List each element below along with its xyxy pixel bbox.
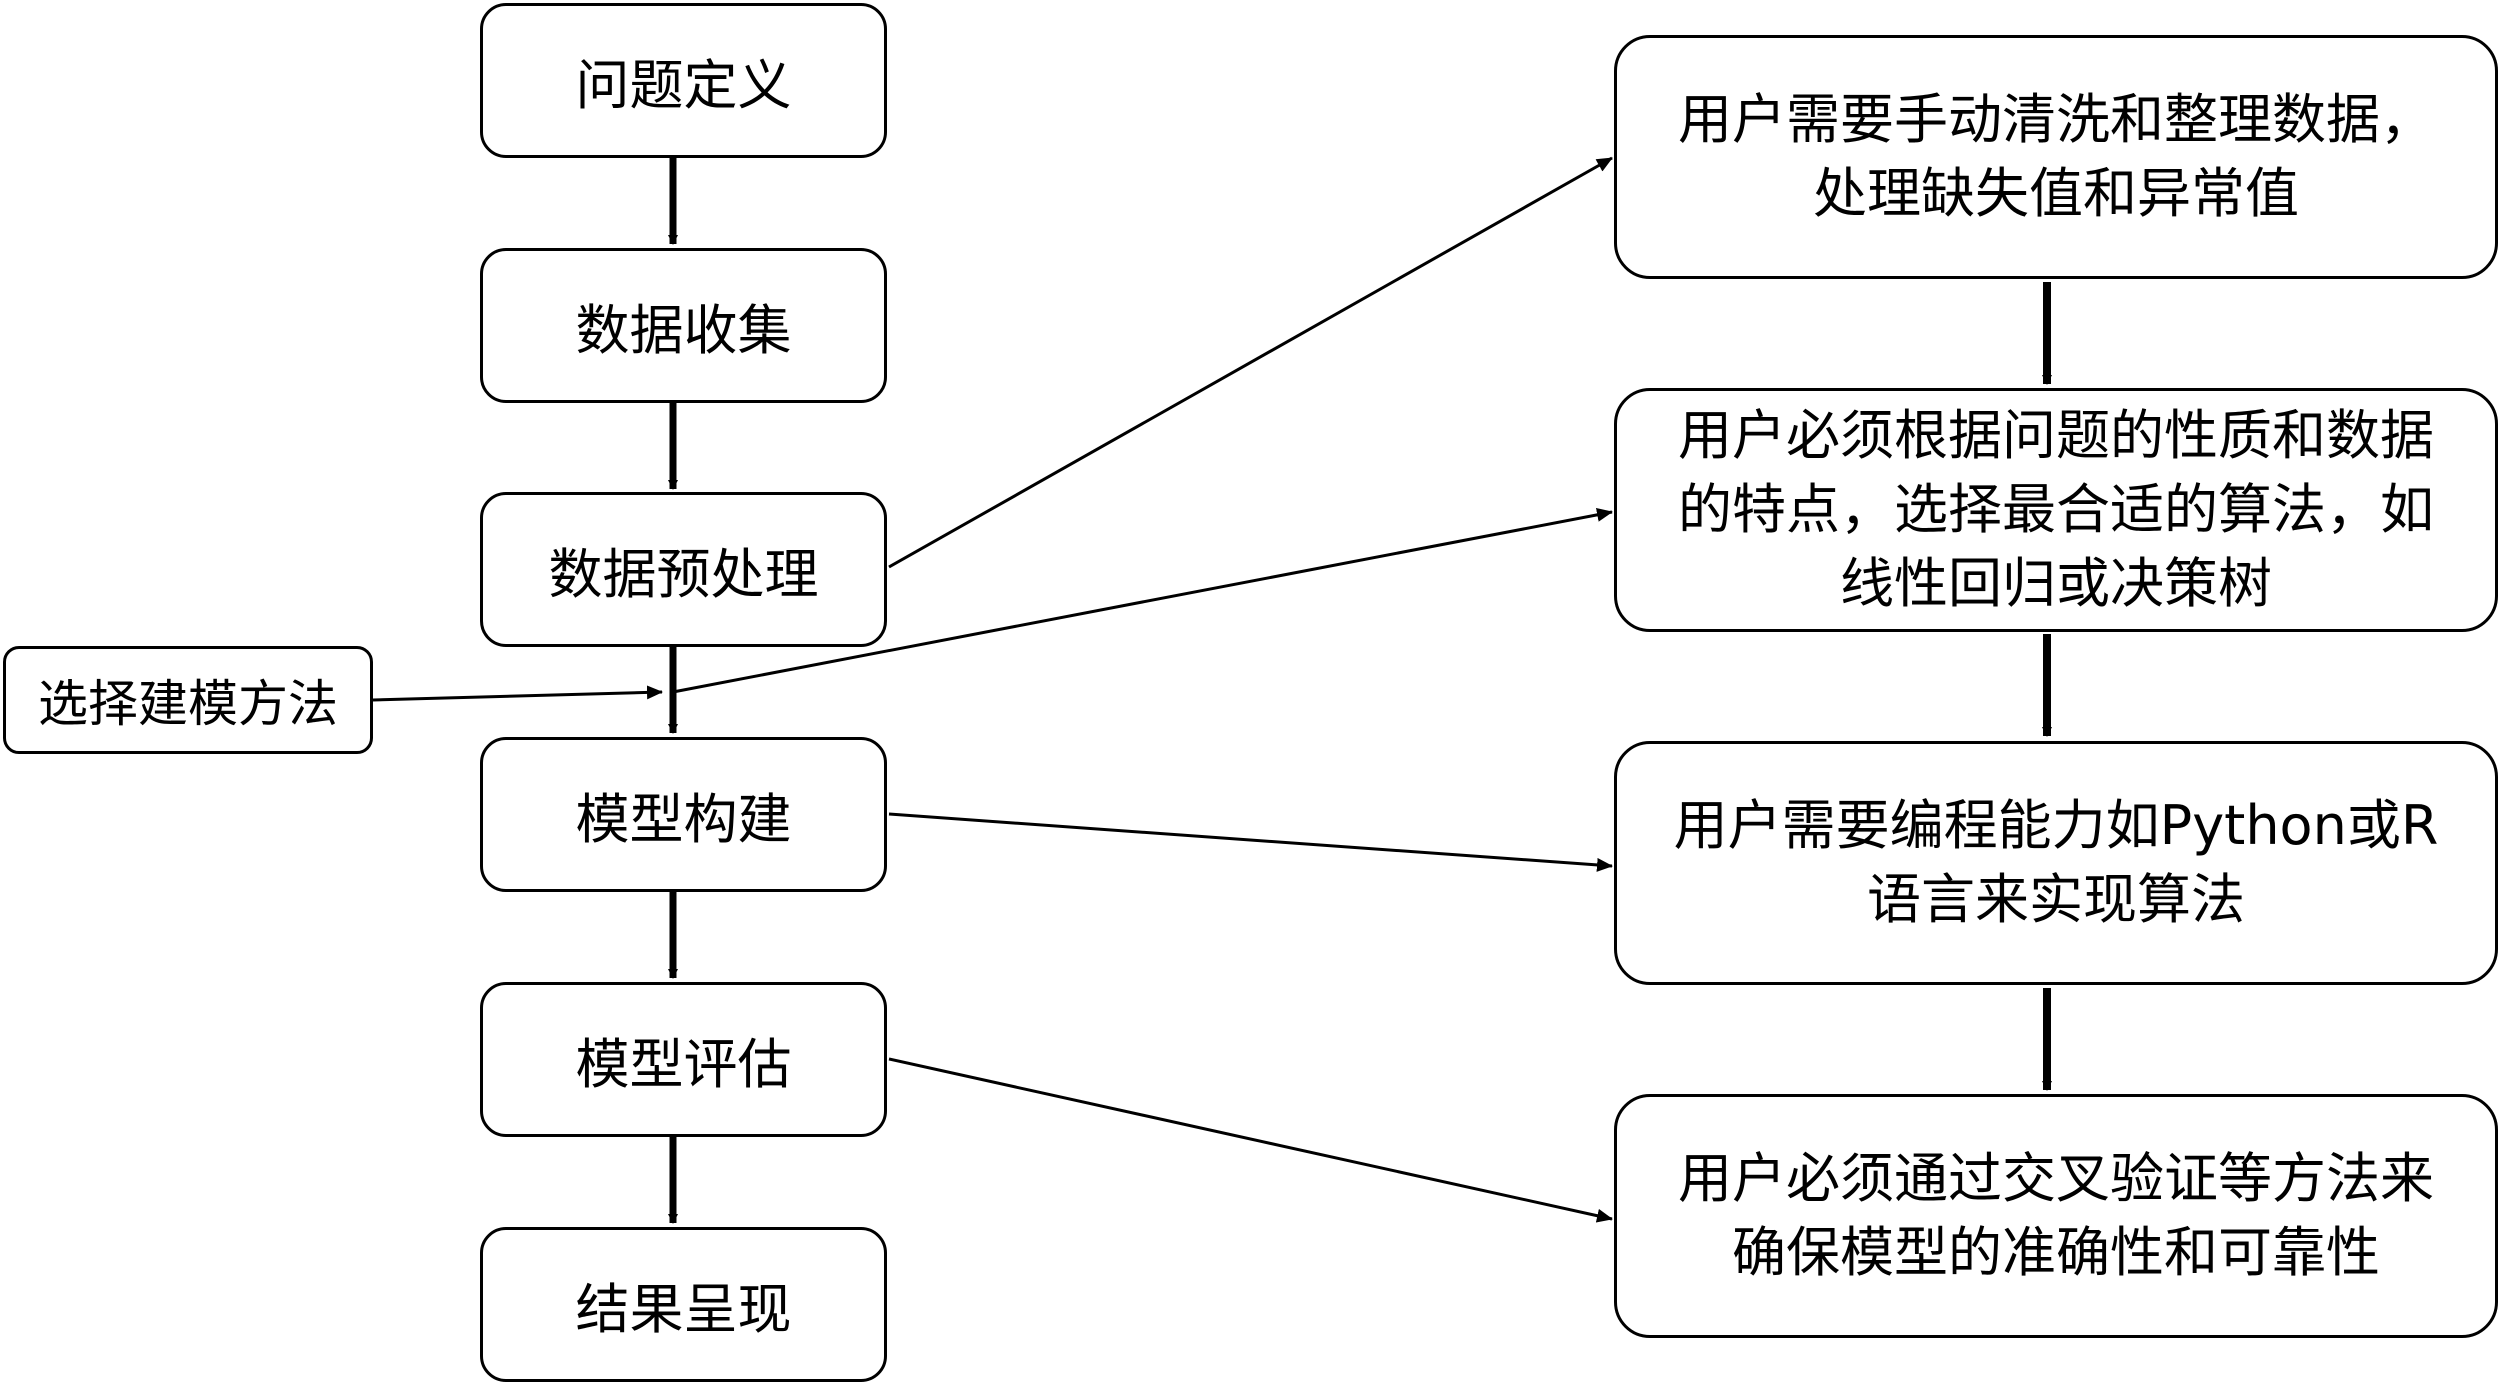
side-input-label: 选择建模方法 <box>38 675 338 733</box>
note-text: 用户必须根据问题的性质和数据 的特点，选择最合适的算法，如 线性回归或决策树 <box>1678 404 2434 615</box>
note-cross-validation: 用户必须通过交叉验证等方法来 确保模型的准确性和可靠性 <box>1614 1094 2498 1338</box>
note-programming-skill: 用户需要编程能力如Python或R 语言来实现算法 <box>1614 741 2498 985</box>
step-label: 模型构建 <box>575 788 792 851</box>
arrow-evaluate-to-note4 <box>888 1057 1613 1223</box>
note-text: 用户必须通过交叉验证等方法来 确保模型的准确性和可靠性 <box>1678 1147 2434 1284</box>
step-data-collection: 数据收集 <box>480 248 887 403</box>
note-algorithm-selection: 用户必须根据问题的性质和数据 的特点，选择最合适的算法，如 线性回归或决策树 <box>1614 388 2498 632</box>
step-label: 问题定义 <box>575 54 792 117</box>
step-problem-definition: 问题定义 <box>480 3 887 158</box>
note-text: 用户需要编程能力如Python或R 语言来实现算法 <box>1673 794 2439 931</box>
arrow-side-to-junction <box>372 685 663 702</box>
step-data-preprocessing: 数据预处理 <box>480 492 887 647</box>
step-model-evaluation: 模型评估 <box>480 982 887 1137</box>
note-text: 用户需要手动清洗和整理数据， 处理缺失值和异常值 <box>1678 88 2434 225</box>
step-result-presentation: 结果呈现 <box>480 1227 887 1382</box>
step-label: 数据预处理 <box>548 543 819 606</box>
arrow-junction-to-note2 <box>672 507 1613 694</box>
note-data-cleaning: 用户需要手动清洗和整理数据， 处理缺失值和异常值 <box>1614 35 2498 279</box>
arrow-preprocess-to-note1 <box>888 156 1613 569</box>
step-label: 结果呈现 <box>575 1278 792 1341</box>
arrow-build-to-note3 <box>888 812 1613 872</box>
step-label: 模型评估 <box>575 1033 792 1096</box>
step-model-building: 模型构建 <box>480 737 887 892</box>
side-input-choose-method: 选择建模方法 <box>3 646 373 754</box>
step-label: 数据收集 <box>575 299 792 362</box>
